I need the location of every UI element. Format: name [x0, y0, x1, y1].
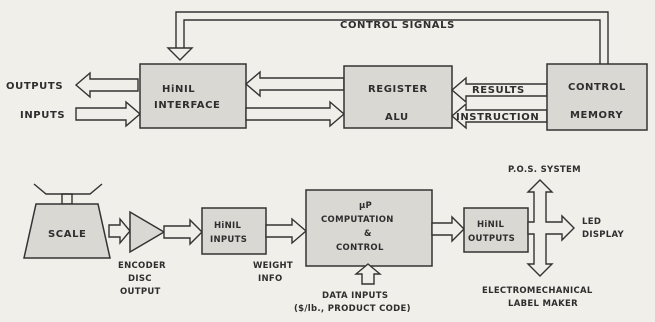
up-label-4: CONTROL — [336, 243, 384, 253]
outputs-arrow — [74, 71, 139, 99]
label-maker-label-1: ELECTROMECHANICAL — [482, 286, 593, 296]
distribution-cross-arrow — [526, 179, 575, 277]
results-arrow — [450, 76, 548, 104]
control-signals-label: CONTROL SIGNALS — [340, 20, 455, 31]
interface-label-1: HiNIL — [162, 84, 195, 95]
up-to-outputs-arrow — [431, 215, 465, 243]
alu-label: ALU — [385, 112, 409, 123]
weight-label-1: WEIGHT — [253, 261, 293, 271]
control-label: CONTROL — [568, 82, 626, 93]
instruction-arrow — [450, 102, 548, 130]
interface-to-register-arrow — [245, 100, 346, 128]
hinil-inputs-label-1: HiNIL — [214, 221, 242, 231]
scale-label: SCALE — [48, 229, 86, 240]
inputs-arrow — [75, 100, 142, 128]
scale-to-encoder-arrow — [108, 217, 131, 245]
encoder-amplifier-icon — [129, 210, 166, 254]
register-alu-box — [343, 65, 453, 129]
encoder-label-2: DISC — [128, 274, 152, 284]
label-maker-label-2: LABEL MAKER — [508, 299, 578, 309]
inputs-label: INPUTS — [20, 110, 65, 121]
led-label-2: DISPLAY — [582, 230, 625, 240]
hinil-interface-box — [139, 63, 247, 129]
memory-label: MEMORY — [570, 110, 623, 121]
hinil-outputs-label-1: HiNIL — [477, 220, 505, 230]
hinil-inputs-box — [201, 207, 267, 255]
hinil-inputs-label-2: INPUTS — [210, 235, 247, 245]
scale-box — [23, 203, 111, 259]
up-label-1: μP — [359, 201, 372, 211]
data-inputs-arrow — [354, 263, 382, 285]
register-label: REGISTER — [368, 84, 428, 95]
register-to-interface-arrow — [244, 70, 345, 98]
up-computation-box — [305, 189, 433, 267]
up-label-3: & — [364, 229, 372, 239]
data-inputs-label-2: ($/lb., PRODUCT CODE) — [294, 304, 411, 314]
data-inputs-label-1: DATA INPUTS — [322, 291, 388, 301]
inputs-to-up-arrow — [265, 217, 308, 245]
instruction-label: INSTRUCTION — [456, 112, 539, 123]
led-label-1: LED — [582, 217, 601, 227]
outputs-label: OUTPUTS — [6, 81, 63, 92]
results-label: RESULTS — [472, 85, 525, 96]
up-label-2: COMPUTATION — [321, 215, 394, 225]
encoder-to-inputs-arrow — [163, 218, 203, 246]
control-signals-loop — [166, 11, 609, 64]
encoder-label-1: ENCODER — [118, 261, 166, 271]
control-memory-box — [546, 63, 648, 131]
interface-label-2: INTERFACE — [154, 100, 220, 111]
encoder-label-3: OUTPUT — [120, 287, 161, 297]
hinil-outputs-label-2: OUTPUTS — [468, 234, 515, 244]
hinil-outputs-box — [463, 207, 529, 253]
weight-label-2: INFO — [258, 274, 283, 284]
scale-platform-icon — [33, 183, 103, 205]
pos-system-label: P.O.S. SYSTEM — [508, 165, 581, 175]
